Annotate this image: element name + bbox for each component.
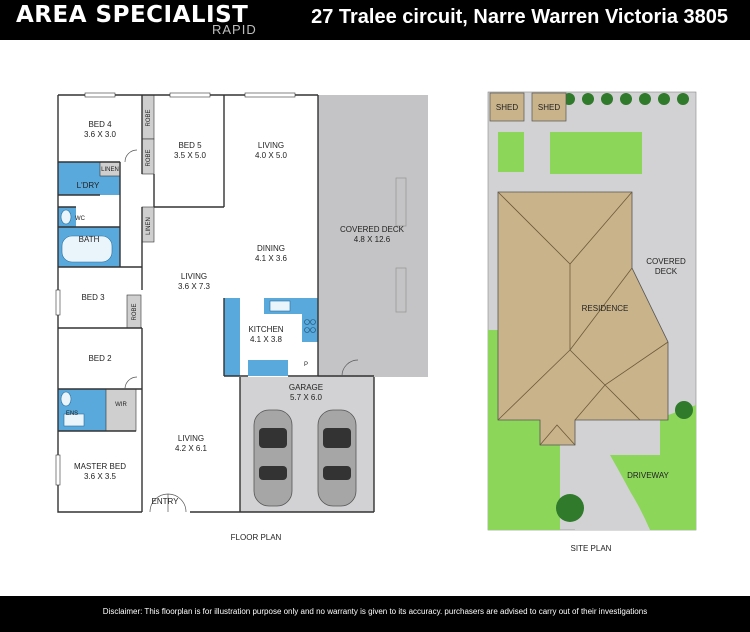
room-label-wc: WC [75,216,86,222]
header-bar: AREA SPECIALIST RAPID 27 Tralee circuit,… [0,0,750,40]
car-icon [317,409,357,507]
room-label-master: MASTER BED [74,462,126,471]
room-label-laundry: L'DRY [77,181,100,190]
deck-post [395,177,407,227]
tree-icon [601,93,613,105]
brand-logo-sub: RAPID [212,22,257,37]
floor-plan: BED 4 3.6 X 3.0 BED 5 3.5 X 5.0 LIVING 4… [55,92,428,542]
room-label-robe-bed3: ROBE [132,303,138,320]
room-label-dining: DINING [257,244,285,253]
site-plan: SHED SHED RESIDENCE COVERED DECK DRIVEWA… [487,91,697,553]
window [55,454,61,486]
wir-area [105,388,137,432]
room-size-covered-deck: 4.8 X 12.6 [354,235,391,244]
lawn-rear [550,132,642,174]
site-plan-caption: SITE PLAN [571,544,612,553]
room-size-living-bottom: 4.2 X 6.1 [175,444,208,453]
room-label-bed3: BED 3 [81,293,105,302]
room-label-living-bottom: LIVING [178,434,204,443]
room-label-wir: WIR [115,402,127,408]
tree-icon [556,494,584,522]
tree-icon [658,93,670,105]
cooktop-burner [304,327,310,333]
room-label-bed2: BED 2 [88,354,112,363]
room-label-bed4: BED 4 [88,120,112,129]
ensuite-basin [63,413,85,427]
room-size-living-mid: 3.6 X 7.3 [178,282,211,291]
room-size-living-top: 4.0 X 5.0 [255,151,288,160]
shed-2 [531,92,567,122]
room-label-linen-hall: LINEN [146,217,152,235]
property-address: 27 Tralee circuit, Narre Warren Victoria… [311,6,728,28]
covered-deck-label-1: COVERED [646,257,686,266]
brand-logo: AREA SPECIALIST [16,2,249,28]
room-label-linen-laundry: LINEN [101,167,119,173]
floor-plan-caption: FLOOR PLAN [231,533,282,542]
covered-deck-area [318,95,428,377]
kitchen-cooktop-bench [302,314,318,342]
room-label-living-mid: LIVING [181,272,207,281]
ensuite-toilet [60,391,72,407]
room-label-pantry: P [304,362,308,368]
car-icon [253,409,293,507]
room-label-robe-bed5: ROBE [146,149,152,166]
window [169,92,211,98]
shed-1 [489,92,525,122]
room-size-bed5: 3.5 X 5.0 [174,151,207,160]
driveway-surface [575,440,650,530]
room-size-garage: 5.7 X 6.0 [290,393,323,402]
window [55,289,61,316]
footer-bar: Disclaimer: This floorplan is for illust… [0,596,750,632]
room-label-ensuite: ENS [66,411,78,417]
tree-icon [639,93,651,105]
room-size-dining: 4.1 X 3.6 [255,254,288,263]
door-swing [124,376,138,390]
window [84,92,116,98]
room-label-robe-bed4: ROBE [146,109,152,126]
room-label-covered-deck: COVERED DECK [340,225,405,234]
lawn-rear-small [498,132,524,172]
tree-icon [582,93,594,105]
window [244,92,296,98]
driveway-label: DRIVEWAY [627,471,669,480]
room-label-bed5: BED 5 [178,141,202,150]
room-label-entry: ENTRY [152,497,180,506]
bathtub [61,235,113,263]
room-label-bath: BATH [79,235,100,244]
door-swing [124,149,138,163]
room-label-garage: GARAGE [289,383,323,392]
pantry-door-swing [341,359,359,377]
deck-post [395,267,407,313]
shed-2-label: SHED [538,103,560,112]
room-label-kitchen: KITCHEN [248,325,283,334]
tree-icon [620,93,632,105]
kitchen-sink [269,300,291,312]
room-size-bed4: 3.6 X 3.0 [84,130,117,139]
shed-1-label: SHED [496,103,518,112]
lawn-front-right [610,405,696,530]
tree-icon [675,401,693,419]
entry-door-swing [149,493,187,513]
tree-icon [677,93,689,105]
room-size-kitchen: 4.1 X 3.8 [250,335,283,344]
toilet [60,209,72,225]
roof-ridges [497,191,669,446]
plans-canvas: BED 4 3.6 X 3.0 BED 5 3.5 X 5.0 LIVING 4… [55,91,697,553]
residence-label: RESIDENCE [582,304,629,313]
cooktop-burner [310,327,316,333]
room-label-living-top: LIVING [258,141,284,150]
kitchen-bench [224,298,240,376]
disclaimer-text: Disclaimer: This floorplan is for illust… [102,607,648,616]
cooktop-burner [310,319,316,325]
covered-deck-label-2: DECK [655,267,678,276]
cooktop-burner [304,319,310,325]
room-size-master: 3.6 X 3.5 [84,472,117,481]
kitchen-sink-bench [248,360,288,376]
